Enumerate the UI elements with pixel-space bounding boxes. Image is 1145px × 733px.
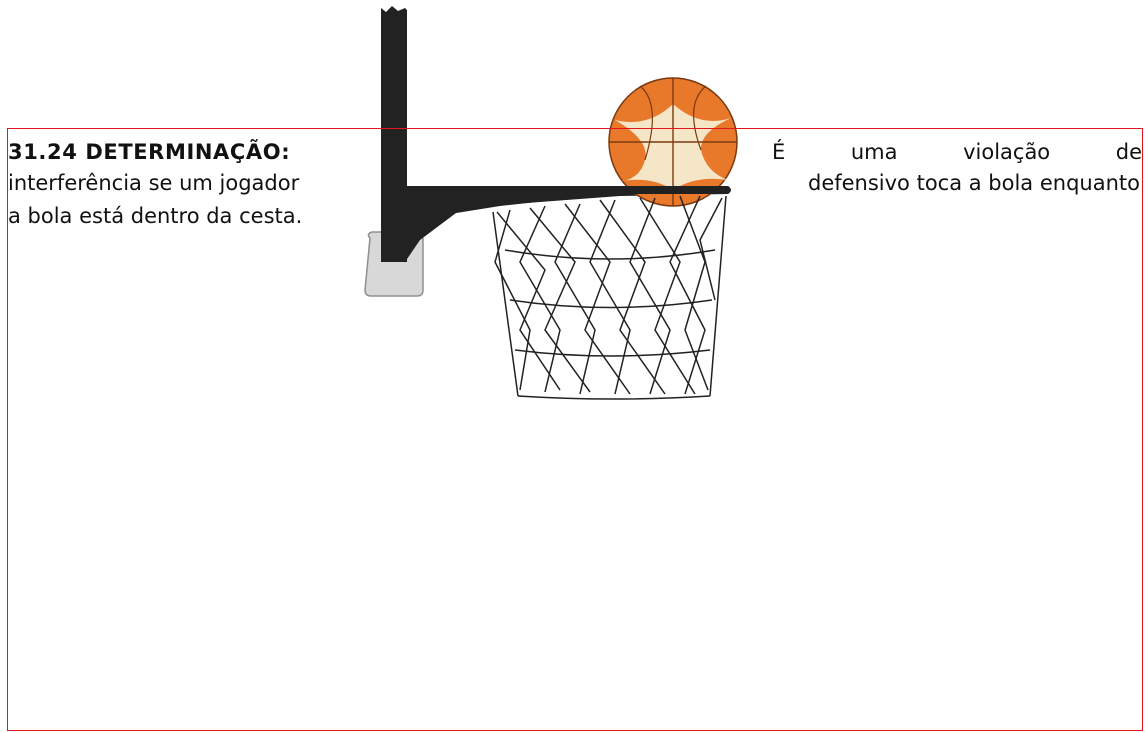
line2-right-text: defensivo toca a bola enquanto <box>807 171 1140 195</box>
rim-arm <box>381 186 731 262</box>
line2-left-text: interferência se um jogador <box>8 171 300 195</box>
basketball-net <box>492 195 727 400</box>
basketball <box>608 77 738 207</box>
word: É <box>772 140 786 164</box>
red-bounding-frame <box>7 128 1143 731</box>
word: violação <box>963 140 1051 164</box>
rim <box>600 186 731 194</box>
word: de <box>1115 140 1142 164</box>
line3-left-text: a bola está dentro da cesta. <box>8 204 303 228</box>
word: uma <box>850 140 898 164</box>
line1-right-text: É uma violação de <box>772 139 1142 165</box>
rule-title: 31.24 DETERMINAÇÃO: <box>8 140 291 164</box>
